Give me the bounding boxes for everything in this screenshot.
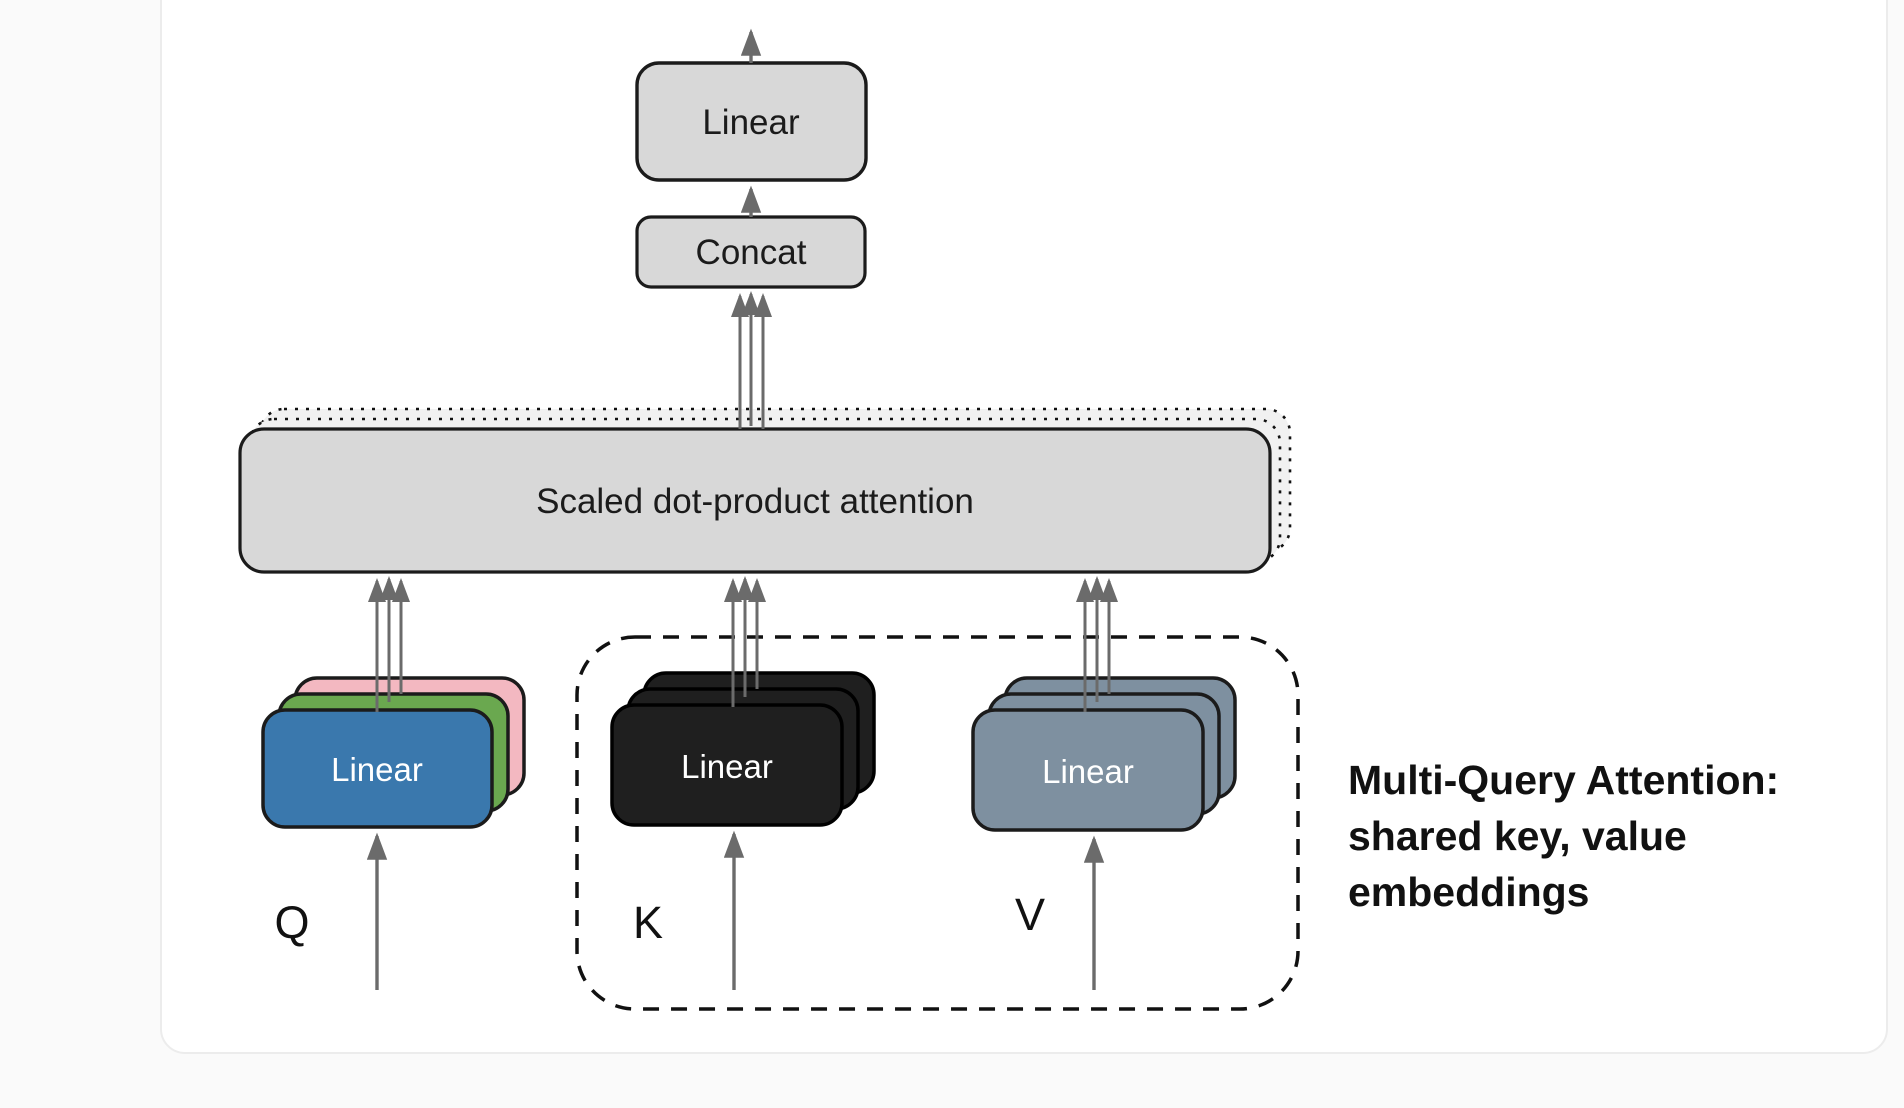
value-linear-box xyxy=(971,708,1205,832)
annotation-text: Multi-Query Attention: shared key, value… xyxy=(1348,757,1779,915)
key-linear-box-label: Linear xyxy=(681,748,773,785)
attention-to-concat-arrows xyxy=(731,291,772,429)
key-to-attention-arrows xyxy=(724,576,766,707)
annotation-line-2: shared key, value xyxy=(1348,813,1687,859)
output-linear-node: Linear xyxy=(635,61,868,182)
query-linear-stack: Linear xyxy=(261,676,526,829)
value-to-attention-arrows xyxy=(1076,576,1118,712)
value-linear-stack: Linear xyxy=(971,676,1237,832)
attention-box xyxy=(238,427,1272,574)
value-input-label: V xyxy=(1015,889,1045,940)
value-linear-box-label: Linear xyxy=(1042,753,1134,790)
concat-box-label: Concat xyxy=(696,233,807,272)
attention-head-stack: Scaled dot-product attention xyxy=(238,407,1292,574)
query-to-attention-arrows xyxy=(368,576,410,712)
attention-box-label: Scaled dot-product attention xyxy=(536,482,974,521)
key-linear-box xyxy=(610,703,844,827)
key-linear-stack: Linear xyxy=(610,671,876,827)
shared-kv-dashed-container xyxy=(575,635,1300,1011)
query-input-label: Q xyxy=(274,897,309,948)
query-linear-box-label: Linear xyxy=(331,751,423,788)
annotation-line-3: embeddings xyxy=(1348,869,1589,915)
concat-node: Concat xyxy=(635,215,867,289)
key-input-label: K xyxy=(633,897,663,948)
annotation-line-1: Multi-Query Attention: xyxy=(1348,757,1779,803)
output-linear-box-label: Linear xyxy=(702,103,800,142)
